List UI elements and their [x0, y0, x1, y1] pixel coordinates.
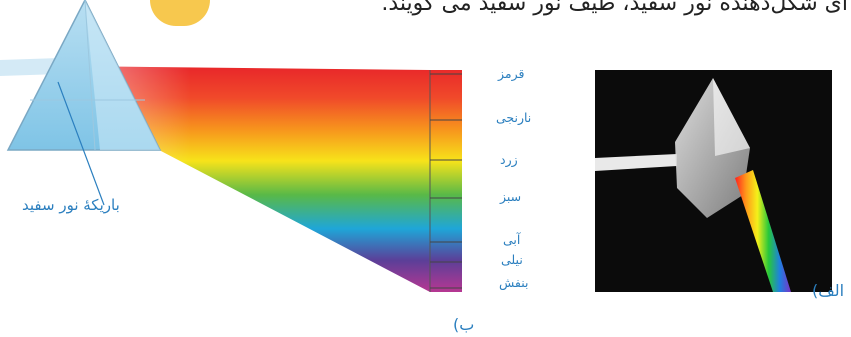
- spectrum-fade: [62, 66, 430, 292]
- prism-edge-2: [84, 0, 96, 151]
- label-green: سبز: [500, 189, 522, 204]
- label-red: قرمز: [498, 66, 525, 81]
- header-text: ای شکل‌دهنده نور سفید، طیف نور سفید می گ…: [381, 0, 848, 16]
- white-light-beam: [0, 58, 60, 76]
- photo-rainbow-beam: [735, 170, 791, 292]
- white-beam-label: باریکهٔ نور سفید: [22, 196, 120, 214]
- prism-photo-drawing: [595, 78, 791, 292]
- caption-b: ب): [453, 315, 475, 334]
- label-blue: آبی: [503, 232, 521, 247]
- beam-pointer-line: [57, 81, 105, 206]
- photo-white-beam: [595, 154, 677, 171]
- prism-photo: [595, 70, 832, 292]
- label-indigo: نیلی: [501, 252, 523, 267]
- prism-facet: [85, 0, 160, 150]
- label-orange: نارنجی: [496, 110, 532, 125]
- label-yellow: زرد: [500, 152, 518, 167]
- label-violet: بنفش: [499, 275, 529, 290]
- caption-a: الف): [812, 281, 845, 300]
- photo-prism-highlight: [713, 78, 750, 156]
